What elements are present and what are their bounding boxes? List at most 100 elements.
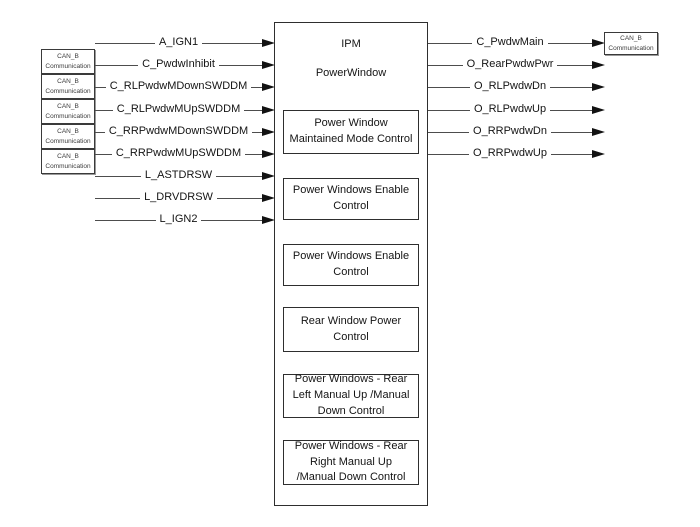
- wire: [428, 64, 463, 66]
- wire: [550, 153, 592, 155]
- wire: [550, 86, 593, 88]
- input-row: L_DRVDRSW: [95, 190, 275, 206]
- wire: [95, 86, 106, 88]
- arrow-right-icon: [262, 128, 276, 136]
- function-block-maintained-mode: Power Window Maintained Mode Control: [283, 110, 419, 154]
- can-b-label-line1: CAN_B: [620, 34, 642, 42]
- wire: [218, 64, 263, 66]
- input-row: C_RLPwdwMUpSWDDM: [95, 102, 275, 118]
- wire: [547, 42, 592, 44]
- wire: [95, 153, 112, 155]
- module-subtitle: PowerWindow: [315, 67, 387, 79]
- function-block-label: Power Window Maintained Mode Control: [289, 117, 413, 145]
- wire: [428, 109, 470, 111]
- input-row: C_PwdwInhibit: [95, 57, 276, 73]
- can-b-label-line2: Communication: [45, 112, 91, 120]
- output-signal-label: O_RLPwdwDn: [473, 80, 547, 92]
- wire: [95, 64, 139, 66]
- wire: [201, 219, 263, 221]
- can-b-box: CAN_B Communication: [41, 49, 95, 74]
- arrow-right-icon: [592, 39, 605, 47]
- arrow-right-icon: [592, 106, 606, 114]
- arrow-right-icon: [592, 150, 605, 158]
- output-signal-label: O_RLPwdwUp: [473, 103, 547, 115]
- input-signal-label: L_DRVDRSW: [144, 191, 213, 203]
- can-b-box: CAN_B Communication: [604, 32, 658, 55]
- function-block-rear-left-manual: Power Windows - Rear Left Manual Up /Man…: [283, 373, 419, 418]
- module-title: IPM: [341, 38, 361, 50]
- wire: [557, 64, 592, 66]
- wire: [95, 175, 141, 177]
- arrow-right-icon: [262, 216, 276, 224]
- input-signal-label: C_RLPwdwMDownSWDDM: [109, 80, 248, 92]
- wire: [95, 197, 141, 199]
- output-row: O_RRPwdwDn: [428, 124, 605, 140]
- wire: [428, 42, 473, 44]
- arrow-right-icon: [262, 39, 276, 47]
- output-row: O_RRPwdwUp: [428, 146, 605, 162]
- arrow-right-icon: [262, 194, 275, 202]
- can-b-label-line2: Communication: [45, 162, 91, 170]
- arrow-right-icon: [262, 106, 275, 114]
- output-signal-label: C_PwdwMain: [476, 36, 544, 48]
- can-b-box: CAN_B Communication: [41, 124, 95, 149]
- function-block-enable-1: Power Windows Enable Control: [283, 178, 419, 220]
- arrow-right-icon: [592, 61, 605, 69]
- wire: [251, 86, 262, 88]
- arrow-right-icon: [592, 128, 605, 136]
- wire: [95, 109, 113, 111]
- arrow-right-icon: [262, 83, 275, 91]
- function-block-label: Power Windows - Rear Left Manual Up /Man…: [292, 373, 410, 417]
- wire: [95, 42, 155, 44]
- can-b-box: CAN_B Communication: [41, 149, 95, 174]
- arrow-right-icon: [262, 61, 276, 69]
- wire: [95, 219, 156, 221]
- wire: [550, 131, 592, 133]
- input-signal-label: C_RLPwdwMUpSWDDM: [116, 103, 241, 115]
- function-block-label: Rear Window Power Control: [300, 314, 402, 343]
- input-row: C_RRPwdwMDownSWDDM: [95, 124, 276, 140]
- input-signal-label: A_IGN1: [158, 36, 199, 48]
- wire: [428, 131, 470, 133]
- arrow-right-icon: [592, 83, 606, 91]
- can-b-label-line1: CAN_B: [57, 77, 79, 85]
- function-block-label: Power Windows Enable Control: [292, 184, 410, 212]
- output-signal-label: O_RRPwdwDn: [473, 125, 547, 137]
- can-b-label-line1: CAN_B: [57, 127, 79, 135]
- can-b-label-line1: CAN_B: [57, 102, 79, 110]
- function-block-enable-2: Power Windows Enable Control: [283, 244, 419, 286]
- input-row: L_IGN2: [95, 212, 276, 228]
- input-signal-label: C_RRPwdwMUpSWDDM: [115, 147, 242, 159]
- wire: [252, 131, 263, 133]
- output-row: O_RearPwdwPwr: [428, 57, 605, 73]
- wire: [428, 86, 470, 88]
- wire: [95, 131, 105, 133]
- can-b-box: CAN_B Communication: [41, 74, 95, 99]
- ipm-powerwindow-module: IPM PowerWindow Power Window Maintained …: [274, 22, 428, 506]
- input-row: C_RRPwdwMUpSWDDM: [95, 146, 276, 162]
- function-block-label: Power Windows Enable Control: [292, 250, 410, 278]
- input-signal-label: L_ASTDRSW: [144, 169, 213, 181]
- function-block-rear-right-manual: Power Windows - Rear Right Manual Up /Ma…: [283, 440, 419, 485]
- can-b-box: CAN_B Communication: [41, 99, 95, 124]
- input-row: A_IGN1: [95, 35, 276, 51]
- wire: [216, 197, 262, 199]
- function-block-rear-window-power: Rear Window Power Control: [283, 307, 419, 352]
- can-b-label-line2: Communication: [608, 44, 654, 52]
- can-b-label-line1: CAN_B: [57, 52, 79, 60]
- can-b-label-line1: CAN_B: [57, 152, 79, 160]
- wire: [428, 153, 470, 155]
- input-signal-label: C_PwdwInhibit: [142, 58, 215, 70]
- output-signal-label: O_RRPwdwUp: [473, 147, 547, 159]
- arrow-right-icon: [262, 150, 276, 158]
- input-signal-label: C_RRPwdwMDownSWDDM: [108, 125, 249, 137]
- output-row: C_PwdwMain: [428, 35, 605, 51]
- wire: [244, 109, 262, 111]
- input-row: C_RLPwdwMDownSWDDM: [95, 79, 275, 95]
- output-row: O_RLPwdwUp: [428, 102, 606, 118]
- can-b-label-line2: Communication: [45, 62, 91, 70]
- function-block-label: Power Windows - Rear Right Manual Up /Ma…: [294, 439, 408, 484]
- can-b-label-line2: Communication: [45, 87, 91, 95]
- wire: [216, 175, 262, 177]
